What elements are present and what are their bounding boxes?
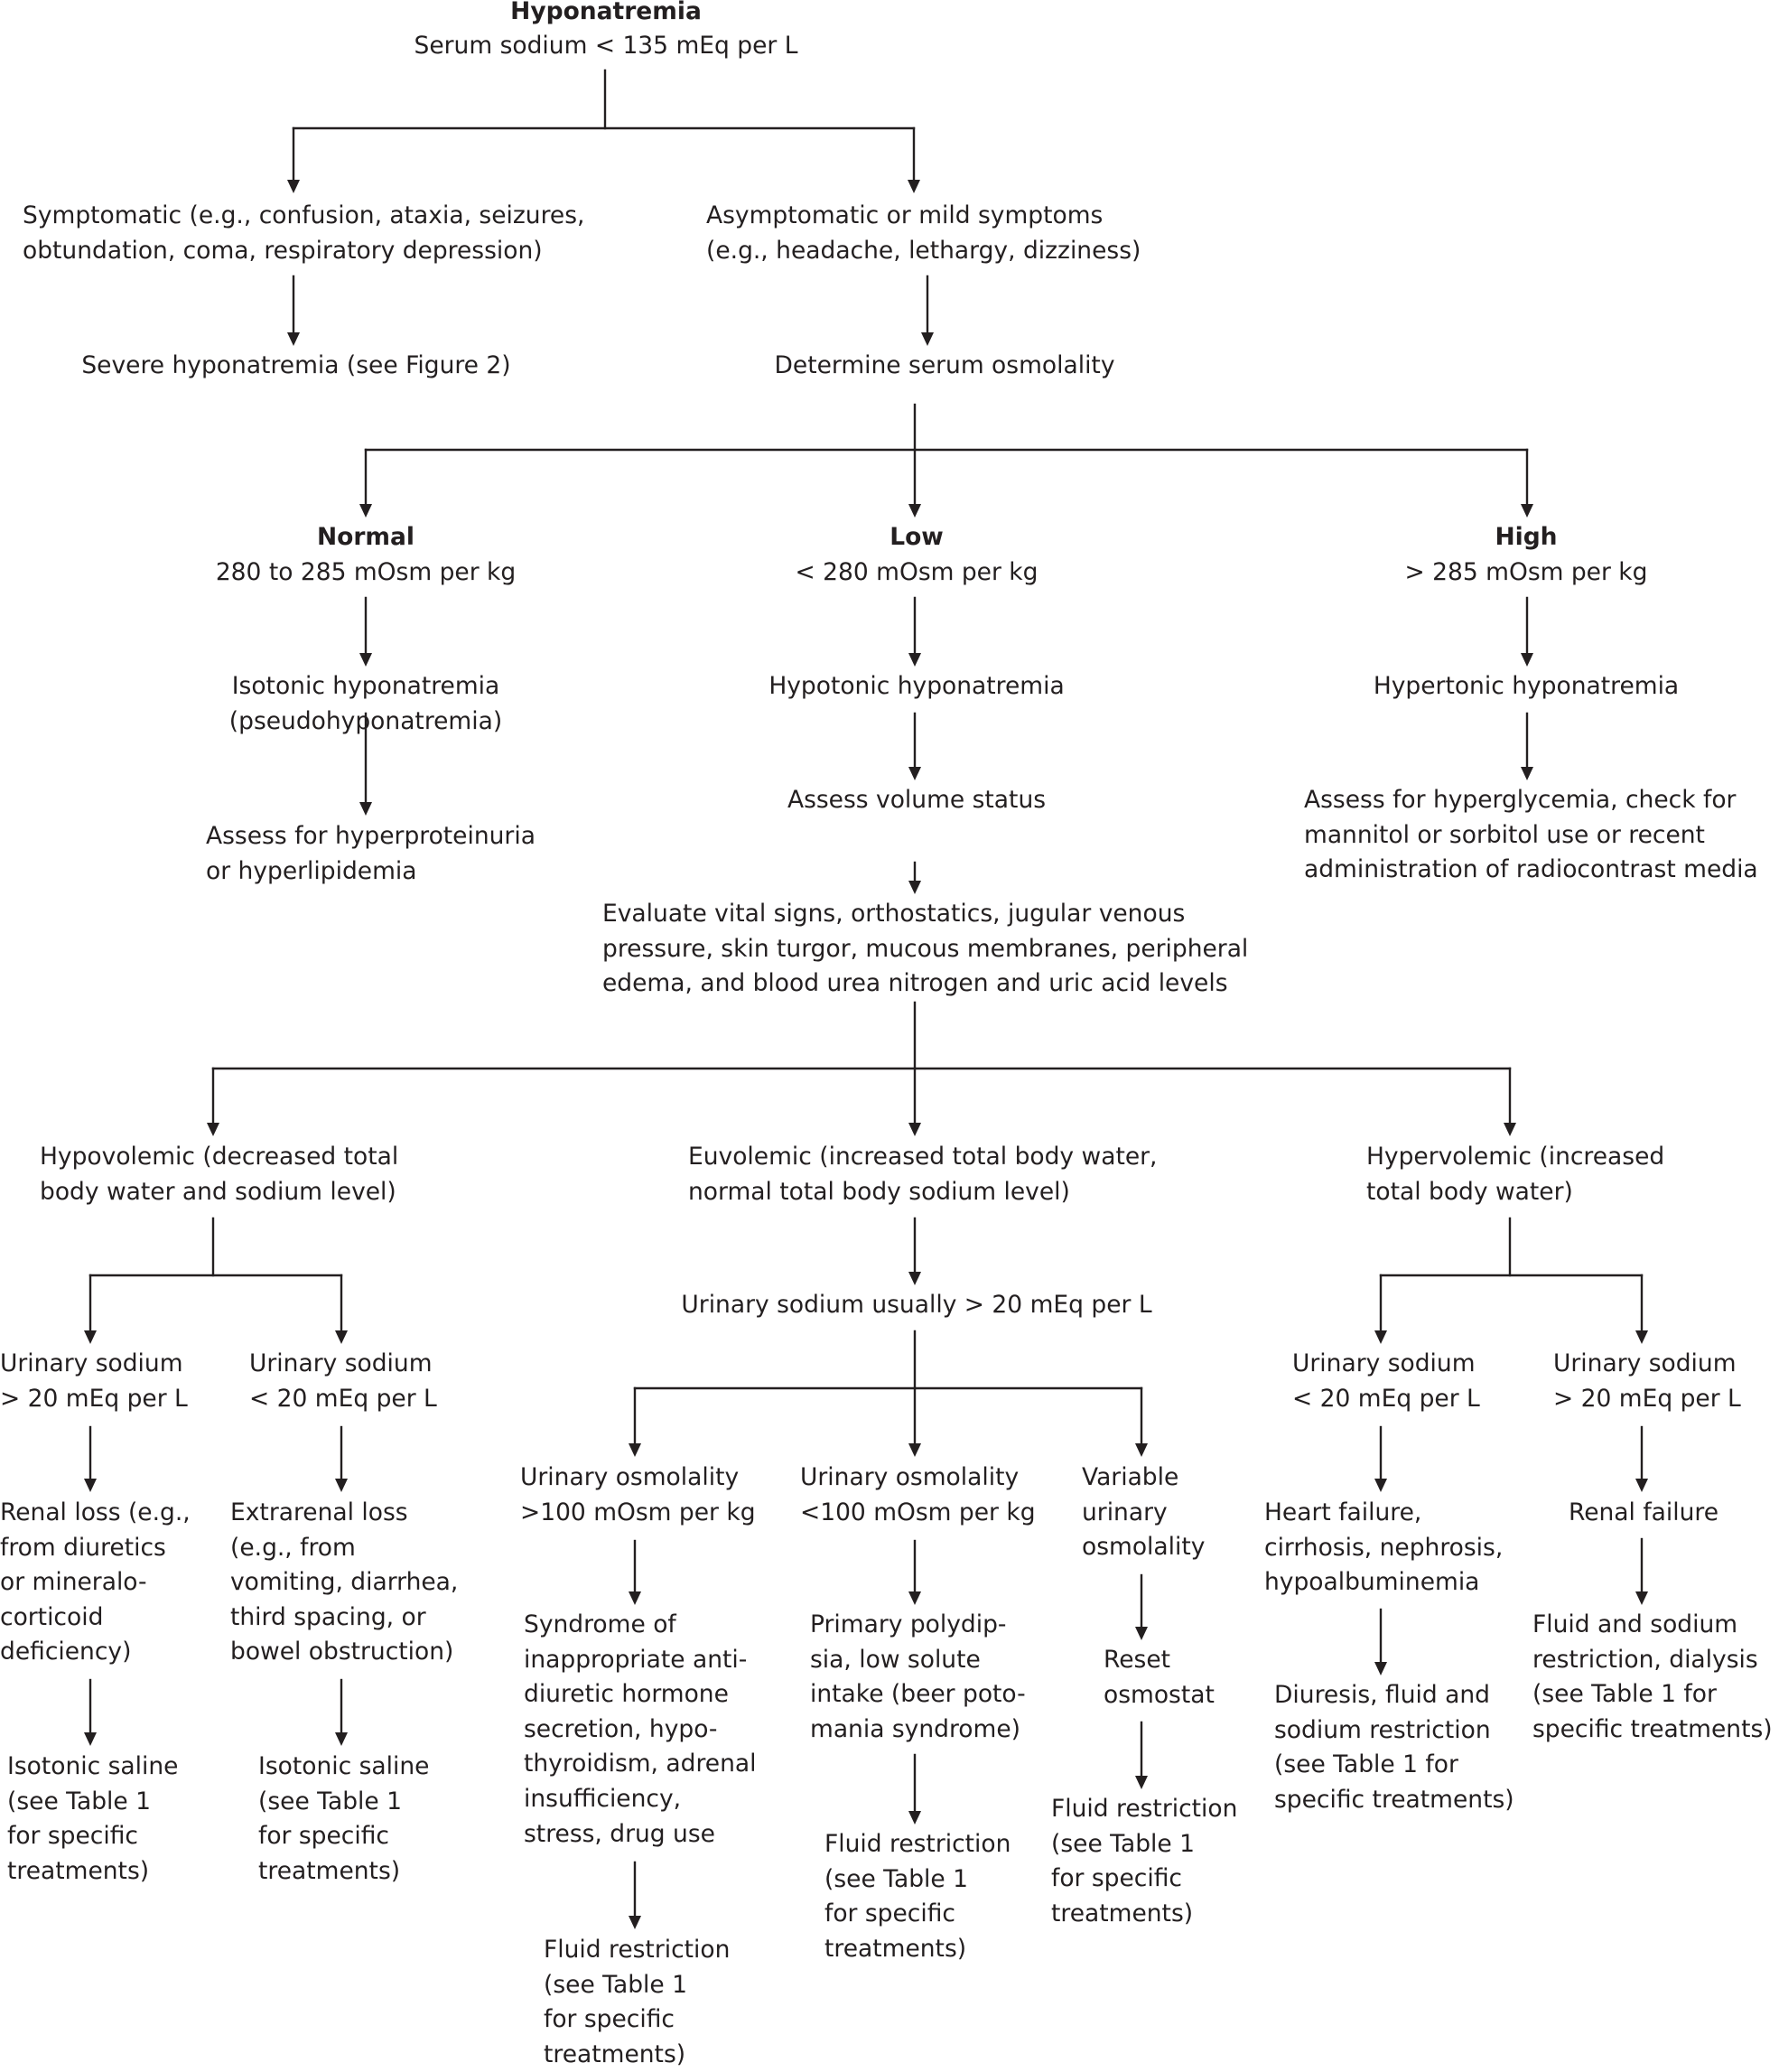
arrowhead-icon [207, 1123, 219, 1136]
high-osmolality-title: High [1495, 523, 1558, 551]
primary-polydipsia-box: Primary polydip- sia, low solute intake … [810, 1610, 1026, 1743]
arrowhead-icon [908, 653, 921, 667]
symptomatic-box: Symptomatic (e.g., confusion, ataxia, se… [23, 201, 585, 265]
urinary-sodium-gt20-hypo: Urinary sodium > 20 mEq per L [0, 1349, 188, 1413]
isotonic-saline-renal: Isotonic saline (see Table 1 for specifi… [7, 1752, 179, 1885]
normal-osmolality-range: 280 to 285 mOsm per kg [215, 558, 517, 586]
hyponatremia-title: Hyponatremia [510, 0, 702, 25]
arrowhead-icon [1521, 504, 1533, 518]
hypotonic-hyponatremia-box: Hypotonic hyponatremia [768, 672, 1065, 700]
arrowhead-icon [287, 332, 300, 346]
arrowhead-icon [335, 1732, 348, 1746]
severe-hyponatremia-box: Severe hyponatremia (see Figure 2) [81, 351, 511, 379]
fluid-restriction-reset: Fluid restriction (see Table 1 for speci… [1051, 1795, 1238, 1927]
serum-sodium-criterion: Serum sodium < 135 mEq per L [414, 32, 798, 60]
variable-osmolality-box: Variable urinary osmolality [1082, 1463, 1206, 1562]
arrowhead-icon [908, 1591, 921, 1605]
arrowhead-icon [908, 1811, 921, 1825]
arrowhead-icon [359, 802, 372, 816]
arrowhead-icon [84, 1732, 97, 1746]
hypertonic-hyponatremia-box: Hypertonic hyponatremia [1373, 672, 1680, 700]
arrowhead-icon [1135, 1443, 1148, 1457]
arrowhead-icon [629, 1591, 641, 1605]
diuresis-box: Diuresis, fluid and sodium restriction (… [1274, 1681, 1514, 1814]
arrowhead-icon [1374, 1479, 1387, 1492]
arrowhead-icon [908, 1443, 921, 1457]
fluid-sodium-restriction-box: Fluid and sodium restriction, dialysis (… [1532, 1610, 1773, 1743]
normal-osmolality-title: Normal [316, 523, 415, 551]
evaluate-vitals-box: Evaluate vital signs, orthostatics, jugu… [602, 900, 1249, 998]
hypovolemic-box: Hypovolemic (decreased total body water … [40, 1143, 399, 1206]
arrowhead-icon [908, 180, 920, 193]
arrowhead-icon [335, 1330, 348, 1344]
renal-loss-box: Renal loss (e.g., from diuretics or mine… [0, 1498, 191, 1666]
arrowhead-icon [908, 767, 921, 780]
urinary-sodium-usually-gt20: Urinary sodium usually > 20 mEq per L [681, 1291, 1152, 1319]
low-osmolality-range: < 280 mOsm per kg [795, 558, 1039, 586]
arrowhead-icon [908, 1123, 921, 1136]
urinary-sodium-lt20-hyper: Urinary sodium < 20 mEq per L [1292, 1349, 1480, 1413]
arrowhead-icon [1521, 653, 1533, 667]
determine-osmolality-box: Determine serum osmolality [774, 351, 1115, 379]
urinary-sodium-gt20-hyper: Urinary sodium > 20 mEq per L [1553, 1349, 1741, 1413]
high-osmolality-range: > 285 mOsm per kg [1404, 558, 1648, 586]
heart-failure-box: Heart failure, cirrhosis, nephrosis, hyp… [1264, 1498, 1504, 1597]
arrowhead-icon [1135, 1627, 1148, 1640]
reset-osmostat-box: Reset osmostat [1104, 1646, 1215, 1709]
arrowhead-icon [1374, 1662, 1387, 1675]
arrowhead-icon [287, 180, 300, 193]
arrowhead-icon [908, 881, 921, 894]
asymptomatic-box: Asymptomatic or mild symptoms (e.g., hea… [706, 201, 1141, 265]
arrowhead-icon [629, 1916, 641, 1929]
arrowhead-icon [1504, 1123, 1516, 1136]
urinary-sodium-lt20-hypo: Urinary sodium < 20 mEq per L [249, 1349, 437, 1413]
arrowhead-icon [84, 1479, 97, 1492]
extrarenal-loss-box: Extrarenal loss (e.g., from vomiting, di… [230, 1498, 459, 1666]
arrowhead-icon [335, 1479, 348, 1492]
arrowhead-icon [1374, 1330, 1387, 1344]
arrowhead-icon [1635, 1591, 1648, 1605]
isotonic-hyponatremia-box: Isotonic hyponatremia (pseudohyponatremi… [228, 672, 503, 735]
arrowhead-icon [359, 504, 372, 518]
hyperproteinuria-box: Assess for hyperproteinuria or hyperlipi… [206, 822, 536, 885]
arrowhead-icon [1635, 1479, 1648, 1492]
euvolemic-box: Euvolemic (increased total body water, n… [688, 1143, 1158, 1206]
arrowhead-icon [1135, 1776, 1148, 1789]
renal-failure-box: Renal failure [1568, 1498, 1719, 1526]
low-osmolality-title: Low [890, 523, 944, 551]
arrowhead-icon [1521, 767, 1533, 780]
arrowhead-icon [629, 1443, 641, 1457]
arrowhead-icon [908, 1272, 921, 1285]
siadh-box: Syndrome of inappropriate anti- diuretic… [524, 1610, 757, 1848]
fluid-restriction-polydipsia: Fluid restriction (see Table 1 for speci… [824, 1830, 1011, 1963]
arrowhead-icon [359, 653, 372, 667]
arrowhead-icon [1635, 1330, 1648, 1344]
hyperglycemia-box: Assess for hyperglycemia, check for mann… [1304, 786, 1758, 884]
arrowhead-icon [921, 332, 934, 346]
fluid-restriction-siadh: Fluid restriction (see Table 1 for speci… [544, 1936, 731, 2068]
arrowhead-icon [84, 1330, 97, 1344]
isotonic-saline-extrarenal: Isotonic saline (see Table 1 for specifi… [258, 1752, 430, 1885]
urinary-osmolality-lt100-box: Urinary osmolality <100 mOsm per kg [800, 1463, 1036, 1526]
arrowhead-icon [908, 504, 921, 518]
urinary-osmolality-gt100-box: Urinary osmolality >100 mOsm per kg [520, 1463, 756, 1526]
assess-volume-box: Assess volume status [787, 786, 1047, 814]
hypervolemic-box: Hypervolemic (increased total body water… [1366, 1143, 1665, 1206]
